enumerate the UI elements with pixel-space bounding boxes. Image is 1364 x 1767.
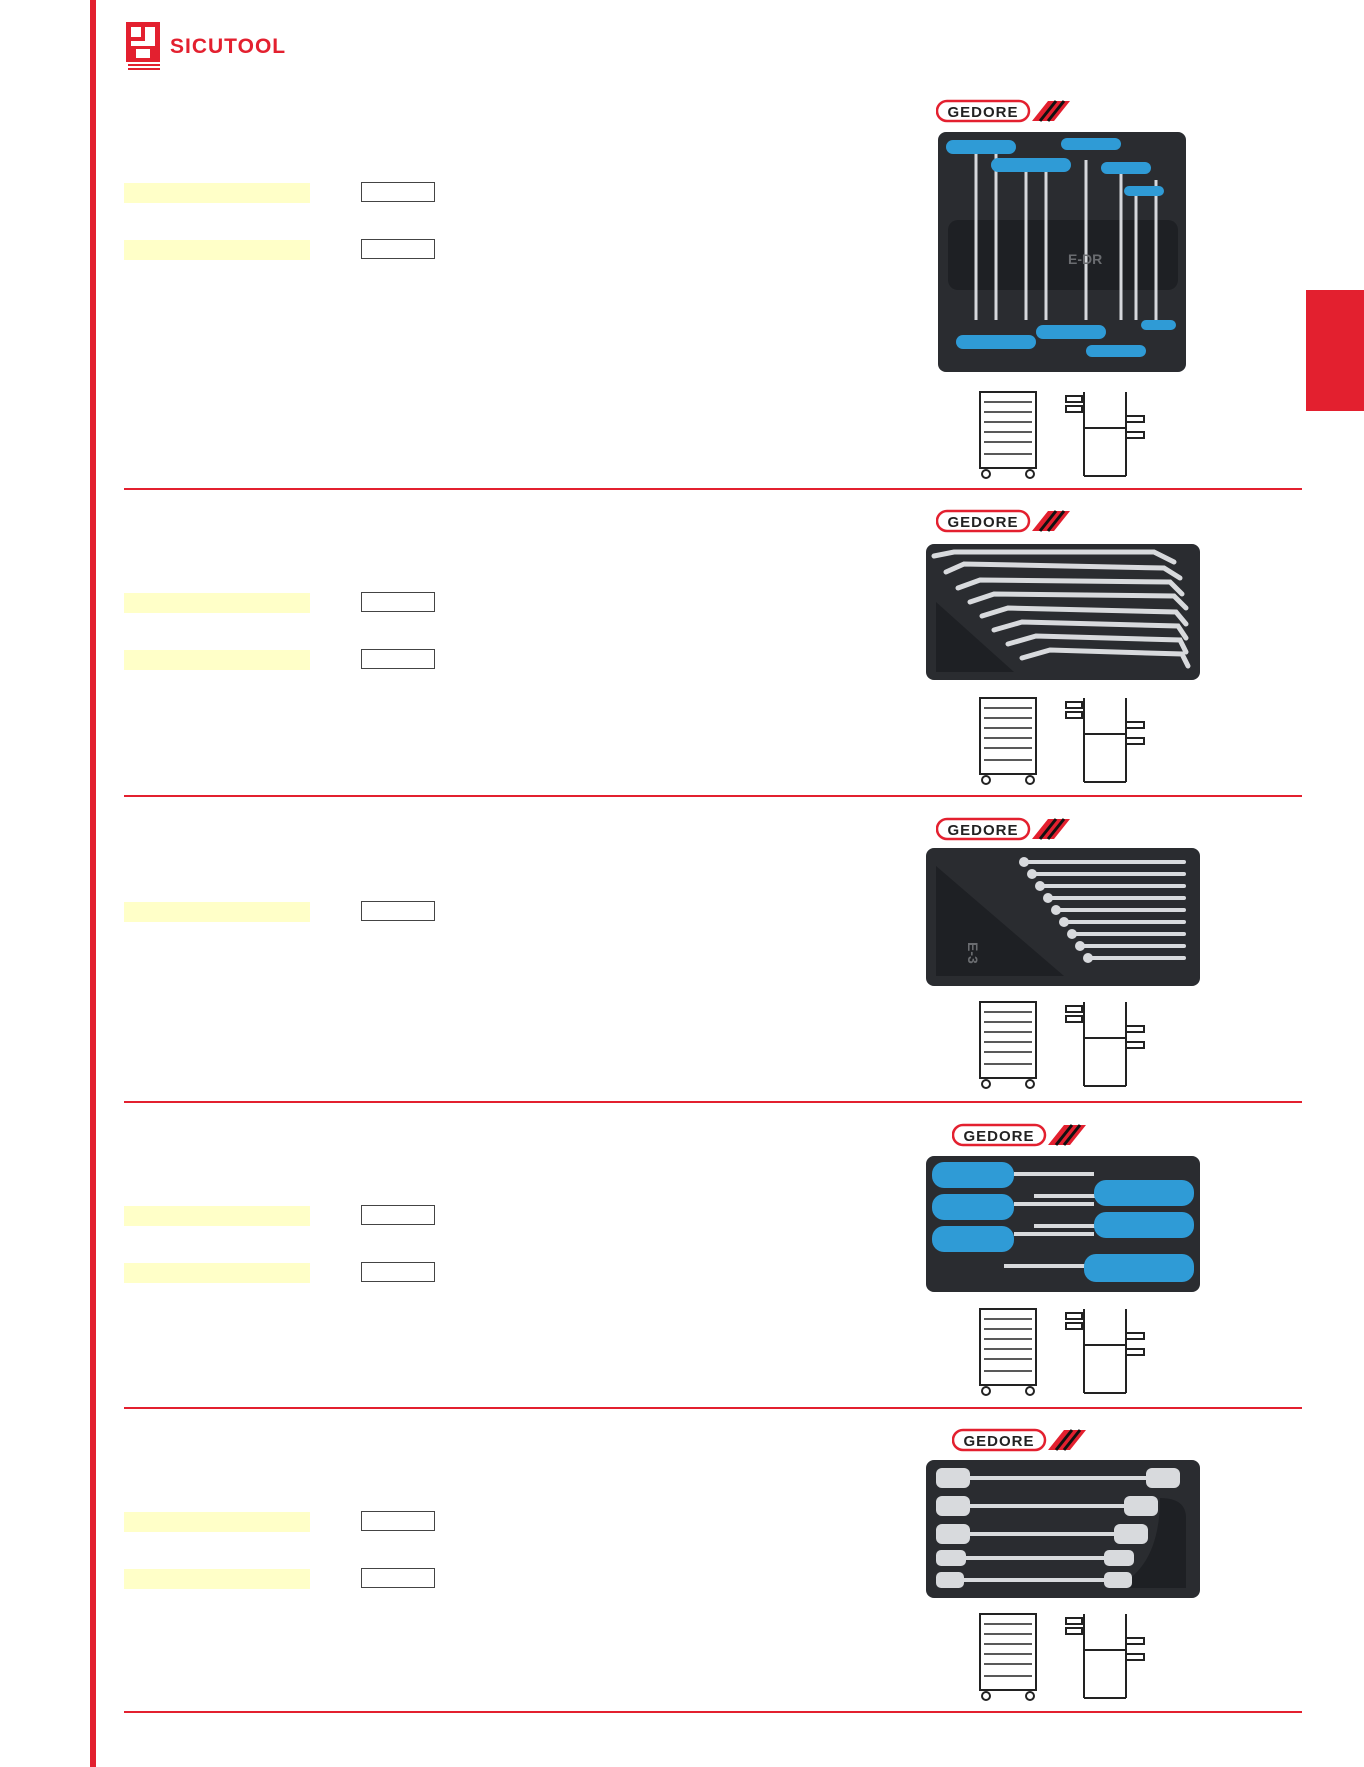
gedore-brand-text: GEDORE bbox=[963, 1128, 1034, 1145]
screwdrivers-tray bbox=[926, 1156, 1200, 1292]
field-label-highlight bbox=[124, 1569, 310, 1589]
field-label-highlight bbox=[124, 593, 310, 613]
tool-trolley-icon bbox=[979, 1308, 1037, 1396]
quantity-input-box[interactable] bbox=[361, 649, 435, 669]
section-divider bbox=[124, 795, 1302, 797]
gedore-logo-icon: GEDORE bbox=[936, 509, 1070, 533]
section-divider bbox=[124, 1711, 1302, 1713]
tool-rack-icon bbox=[1065, 698, 1145, 783]
tool-trolley-icon bbox=[979, 391, 1037, 479]
section-divider bbox=[124, 1101, 1302, 1103]
left-red-rule bbox=[90, 0, 96, 1767]
quantity-input-box[interactable] bbox=[361, 901, 435, 921]
tool-rack-icon bbox=[1065, 1002, 1145, 1087]
quantity-input-box[interactable] bbox=[361, 239, 435, 259]
chapter-tab[interactable] bbox=[1306, 290, 1364, 411]
brand-name: SICUTOOL bbox=[170, 35, 287, 58]
gedore-brand-text: GEDORE bbox=[947, 514, 1018, 531]
quantity-input-box[interactable] bbox=[361, 182, 435, 202]
gedore-logo-icon: GEDORE bbox=[936, 99, 1070, 123]
field-label-highlight bbox=[124, 1263, 310, 1283]
field-label-highlight bbox=[124, 240, 310, 260]
gedore-brand-text: GEDORE bbox=[947, 822, 1018, 839]
tool-rack-icon bbox=[1065, 392, 1145, 477]
quantity-input-box[interactable] bbox=[361, 592, 435, 612]
field-label-highlight bbox=[124, 1512, 310, 1532]
tool-rack-icon bbox=[1065, 1614, 1145, 1699]
tool-trolley-icon bbox=[979, 1001, 1037, 1089]
gedore-brand-text: GEDORE bbox=[963, 1433, 1034, 1450]
gedore-logo-icon: GEDORE bbox=[952, 1123, 1086, 1147]
quantity-input-box[interactable] bbox=[361, 1205, 435, 1225]
gedore-brand-text: GEDORE bbox=[947, 104, 1018, 121]
combination-spanners-tray: E-3 bbox=[926, 848, 1200, 986]
field-label-highlight bbox=[124, 650, 310, 670]
svg-text:E-3: E-3 bbox=[965, 942, 981, 964]
svg-text:E-DR: E-DR bbox=[1068, 251, 1102, 267]
socket-wrenches-tray bbox=[926, 1460, 1200, 1598]
sicutool-logo-icon bbox=[126, 22, 160, 70]
gedore-logo-icon: GEDORE bbox=[952, 1428, 1086, 1452]
section-divider bbox=[124, 1407, 1302, 1409]
tool-rack-icon bbox=[1065, 1309, 1145, 1394]
field-label-highlight bbox=[124, 902, 310, 922]
t-handle-hex-keys-tray: E-DR bbox=[938, 132, 1186, 372]
gedore-logo-icon: GEDORE bbox=[936, 817, 1070, 841]
field-label-highlight bbox=[124, 1206, 310, 1226]
quantity-input-box[interactable] bbox=[361, 1511, 435, 1531]
tool-trolley-icon bbox=[979, 697, 1037, 785]
section-divider bbox=[124, 488, 1302, 490]
field-label-highlight bbox=[124, 183, 310, 203]
quantity-input-box[interactable] bbox=[361, 1262, 435, 1282]
quantity-input-box[interactable] bbox=[361, 1568, 435, 1588]
tool-trolley-icon bbox=[979, 1613, 1037, 1701]
double-ring-spanners-tray bbox=[926, 544, 1200, 680]
